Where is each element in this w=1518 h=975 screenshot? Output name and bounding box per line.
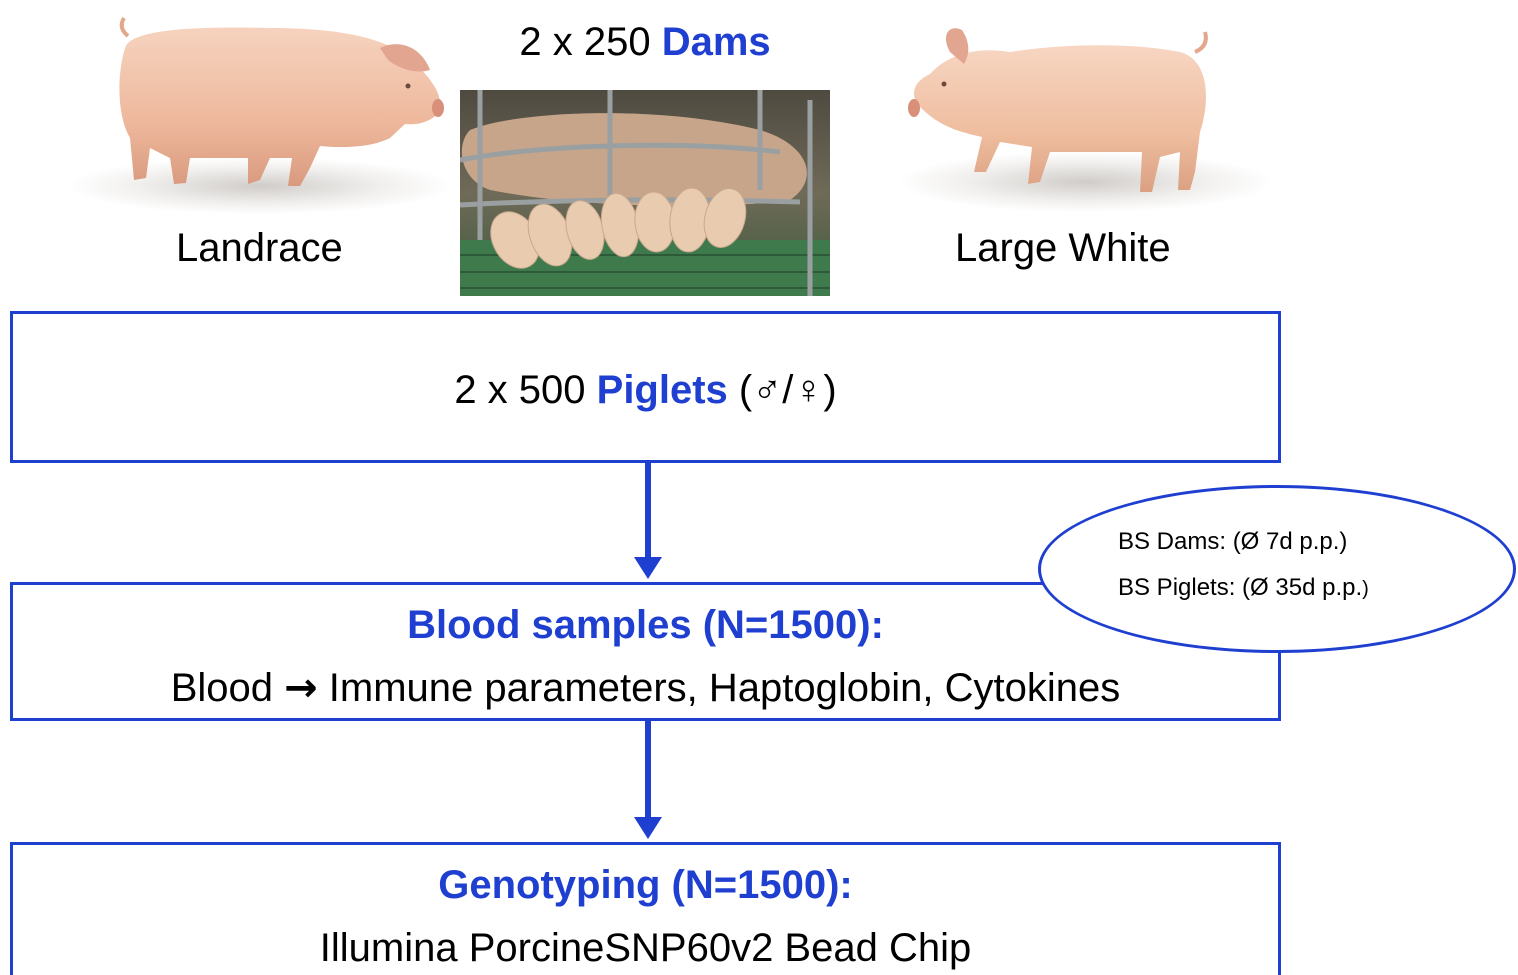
arrow-down-icon — [630, 721, 666, 841]
landrace-pig-image — [70, 8, 460, 218]
sampling-note-piglets: BS Piglets: (Ø 35d p.p.) — [1118, 576, 1369, 600]
piglets-count: 2 x 500 — [454, 368, 596, 412]
large-white-label: Large White — [955, 228, 1171, 268]
landrace-label: Landrace — [176, 228, 343, 268]
sampling-note-piglets-main: BS Piglets: (Ø 35d p.p. — [1118, 574, 1362, 601]
dams-label: Dams — [662, 20, 771, 64]
sow-with-piglets-photo — [460, 90, 830, 296]
sampling-note-ellipse: BS Dams: (Ø 7d p.p.) BS Piglets: (Ø 35d … — [1038, 485, 1516, 653]
genotyping-detail: Illumina PorcineSNP60v2 Bead Chip — [13, 928, 1278, 968]
dams-count: 2 x 250 — [519, 20, 661, 64]
piglets-line: 2 x 500 Piglets (♂/♀) — [13, 370, 1278, 410]
blood-samples-detail: Blood → Immune parameters, Haptoglobin, … — [13, 668, 1278, 708]
sampling-note-dams: BS Dams: (Ø 7d p.p.) — [1118, 530, 1347, 554]
blood-detail-start: Blood — [171, 666, 284, 710]
piglets-label: Piglets — [597, 368, 728, 412]
piglets-sex-note: (♂/♀) — [728, 368, 837, 412]
blood-detail-rest: Immune parameters, Haptoglobin, Cytokine… — [318, 666, 1121, 710]
arrow-down-icon — [630, 463, 666, 581]
right-arrow-icon: → — [284, 665, 318, 711]
large-white-pig-image — [890, 12, 1270, 222]
genotyping-heading: Genotyping (N=1500): — [13, 865, 1278, 905]
genotyping-box: Genotyping (N=1500): Illumina PorcineSNP… — [10, 842, 1281, 975]
piglets-box: 2 x 500 Piglets (♂/♀) — [10, 311, 1281, 463]
sampling-note-piglets-end: ) — [1362, 578, 1369, 600]
